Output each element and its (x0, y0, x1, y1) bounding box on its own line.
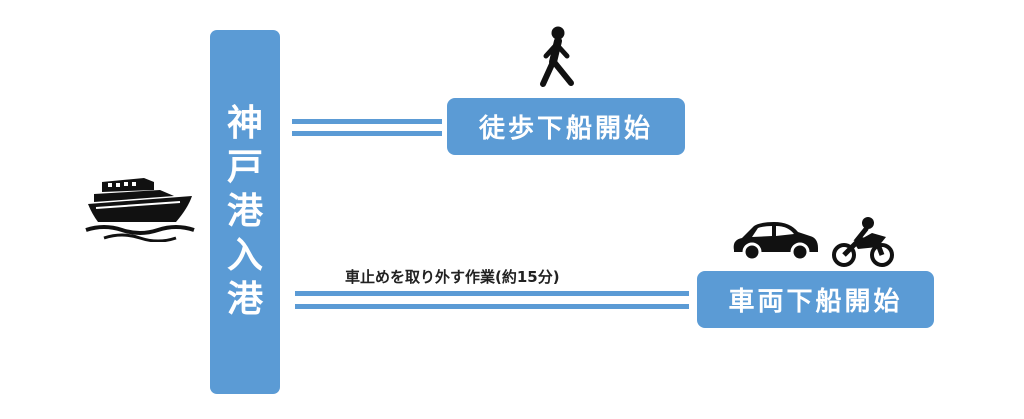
vehicle-disembark-box: 車両下船開始 (697, 271, 934, 328)
car-icon (730, 218, 820, 262)
port-char: 神 (226, 103, 263, 144)
motorcycle-icon (832, 215, 894, 267)
vehicle-connector-line (295, 291, 689, 296)
port-char: 戸 (226, 147, 263, 188)
walk-disembark-box: 徒歩下船開始 (447, 98, 685, 155)
port-char: 港 (226, 279, 263, 320)
walk-connector-line (292, 131, 442, 136)
walk-connector-line (292, 119, 442, 124)
vehicle-note: 車止めを取り外す作業(約15分) (345, 268, 560, 286)
vehicle-disembark-label: 車両下船開始 (728, 287, 903, 317)
vehicle-connector-line (295, 304, 689, 309)
port-char: 港 (226, 191, 263, 232)
port-char: 入 (226, 235, 263, 276)
ship-icon (84, 172, 200, 242)
walk-disembark-label: 徒歩下船開始 (478, 114, 653, 144)
port-arrival-label: 神 戸 港 入 港 (210, 30, 280, 394)
walking-person-icon (537, 26, 579, 88)
